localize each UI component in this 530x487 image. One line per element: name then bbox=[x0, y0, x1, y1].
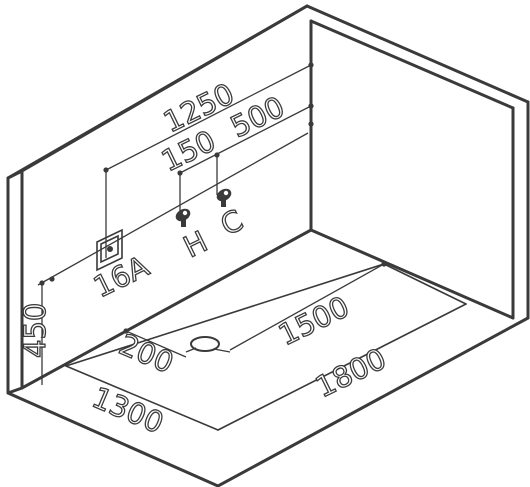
dimension-dot bbox=[381, 261, 387, 267]
height-reference-line bbox=[37, 132, 309, 286]
dimension-dot bbox=[49, 276, 55, 282]
dimension-dot bbox=[308, 121, 314, 127]
left-bottom-edge bbox=[6, 391, 220, 487]
room-outline bbox=[6, 4, 530, 487]
dimension-dot bbox=[123, 328, 129, 334]
dimension-label-1500: 1500 bbox=[273, 289, 354, 352]
back-wall-top-back-edge bbox=[6, 4, 309, 180]
dimension-dot bbox=[308, 62, 314, 68]
dimension-line-1250 bbox=[105, 64, 312, 171]
floor-dimension-lines bbox=[123, 261, 387, 358]
dimension-label-150: 150 bbox=[156, 123, 221, 178]
dimension-label-200: 200 bbox=[114, 327, 178, 380]
socket-label: 16A bbox=[88, 249, 154, 305]
tub-right-edge bbox=[383, 263, 467, 305]
back-floor-edge bbox=[20, 228, 313, 390]
cold-label: C bbox=[215, 203, 248, 242]
wall-dimension-lines bbox=[37, 62, 314, 385]
dimension-dot bbox=[39, 280, 45, 286]
dimension-dot bbox=[103, 167, 109, 173]
hot-tap-icon bbox=[175, 208, 191, 227]
hot-label: H bbox=[178, 224, 213, 264]
dimension-label-1800: 1800 bbox=[310, 341, 391, 404]
tub-left-edge bbox=[65, 365, 219, 431]
dimension-dot bbox=[308, 103, 314, 109]
labels: 1250 500 150 450 16A H C 1500 200 1300 1… bbox=[17, 76, 392, 441]
dimension-dot bbox=[214, 152, 220, 158]
dimension-label-450: 450 bbox=[18, 303, 52, 358]
cold-tap-icon bbox=[216, 188, 232, 207]
right-wall-top-edge bbox=[305, 4, 530, 104]
left-wall-slab bbox=[6, 169, 24, 395]
drain-icon bbox=[185, 336, 231, 353]
front-bottom-edge bbox=[216, 316, 530, 487]
socket-icon bbox=[96, 228, 123, 272]
right-floor-edge bbox=[309, 228, 515, 320]
dimension-line-500 bbox=[179, 105, 312, 174]
right-wall-inner-top-edge bbox=[309, 19, 515, 110]
dimension-line-200 bbox=[125, 330, 187, 358]
tub-footprint bbox=[65, 263, 467, 431]
dimension-line-1500 bbox=[229, 263, 385, 351]
tub-back-edge bbox=[65, 263, 385, 367]
dimension-label-1300: 1300 bbox=[87, 380, 168, 440]
tub-front-edge bbox=[217, 303, 467, 431]
dimension-dot bbox=[177, 170, 183, 176]
